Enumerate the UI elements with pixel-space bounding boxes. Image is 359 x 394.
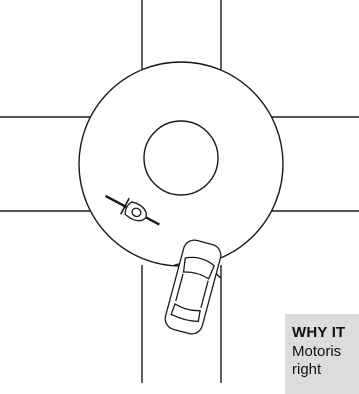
car-top-view-icon [164,239,222,335]
bicycle-with-rider-icon [104,194,160,226]
info-panel: WHY IT Motoris right [285,314,359,394]
info-panel-line-2: right [292,361,322,378]
road-edges [0,0,359,383]
info-panel-line-1: Motoris [292,343,342,360]
info-panel-heading: WHY IT [292,324,346,341]
roundabout-central-island [143,120,219,196]
roundabout-diagram [0,0,359,383]
